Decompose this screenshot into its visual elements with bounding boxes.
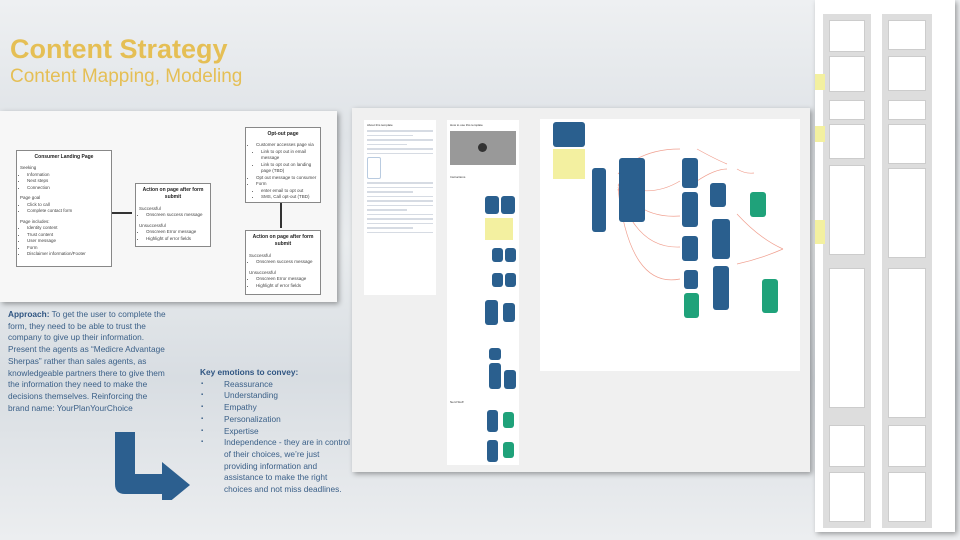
item: User message [27,238,108,245]
item: Form [256,181,317,188]
action-box-2: Action on page after form submit Success… [245,230,321,295]
approach-body: To get the user to complete the form, th… [8,309,166,413]
label: Unsuccessful [249,269,276,275]
action-box-1: Action on page after form submit Success… [135,183,211,247]
box-title: Consumer Landing Page [34,154,94,160]
label: Seeking [20,165,37,171]
bent-arrow-icon [115,432,190,500]
arrow-down [280,203,282,228]
item: Form [27,245,108,252]
label: Successful [139,205,161,211]
item: Opt out message to consumer [256,175,317,182]
landing-page-box: Consumer Landing Page Seeking Informatio… [16,150,112,267]
video-thumbnail[interactable] [450,131,516,165]
label: Successful [249,252,271,258]
item: Link to opt out in email message [261,149,317,162]
approach-label: Approach: [8,309,50,319]
label: Page goal [20,195,41,201]
box-title: Action on page after form submit [252,234,314,248]
item: Information [27,172,108,179]
emotion-item: Personalization [200,414,350,426]
item: Next steps [27,178,108,185]
about-heading: About this template [367,123,393,127]
play-icon[interactable] [478,143,487,152]
item: Trust content [27,232,108,239]
box-title: Action on page after form submit [142,187,204,201]
content-priority-guide-screenshot [815,0,955,532]
key-emotions: Key emotions to convey: Reassurance Unde… [200,367,350,496]
item: Link to opt out on landing page (TBD) [261,162,317,175]
slide-subtitle: Content Mapping, Modeling [10,66,243,87]
flow-diagram-screenshot: Consumer Landing Page Seeking Informatio… [0,111,337,302]
content-model-template-screenshot: About this template How to use this temp… [352,108,810,472]
approach-text: Approach: To get the user to complete th… [8,309,168,414]
arrow-right [112,212,132,214]
item: enter email to opt out [261,188,317,195]
item: Onscreen Error message [146,229,207,236]
label: Page includes: [20,218,50,224]
item: Identity content [27,225,108,232]
instructions-heading: Instructions [450,175,466,179]
item: SMS, Call opt-out (TBD) [261,194,317,201]
item: Onscreen success message [146,212,207,219]
how-to-heading: How to use this template [450,123,483,127]
instructions-panel: How to use this template Instructions Ne… [447,120,519,465]
item: Disclaimer information/Footer [27,251,108,258]
about-panel: About this template [364,120,436,295]
box-title: Opt-out page [267,131,299,137]
emotion-item: Reassurance [200,379,350,391]
emotion-item: Empathy [200,402,350,414]
item: Connection [27,185,108,192]
item: Onscreen success message [256,259,317,266]
item: Highlight of error fields [146,236,207,243]
label: Unsuccessful [139,222,166,228]
item: Complete contact form [27,208,108,215]
emotion-item: Expertise [200,426,350,438]
content-model-canvas [540,119,800,371]
item: Customer accesses page via [256,142,317,149]
item: Highlight of error fields [256,283,317,290]
item: Click to call [27,202,108,209]
emotions-heading: Key emotions to convey: [200,367,299,377]
emotion-item: Understanding [200,390,350,402]
emotion-item: Independence - they are in control of th… [200,437,350,496]
item: Onscreen Error message [256,276,317,283]
nerd-stuff-heading: Nerd Stuff [450,400,464,404]
slide-title: Content Strategy [10,34,228,64]
opt-out-box: Opt-out page Customer accesses page viaL… [245,127,321,203]
